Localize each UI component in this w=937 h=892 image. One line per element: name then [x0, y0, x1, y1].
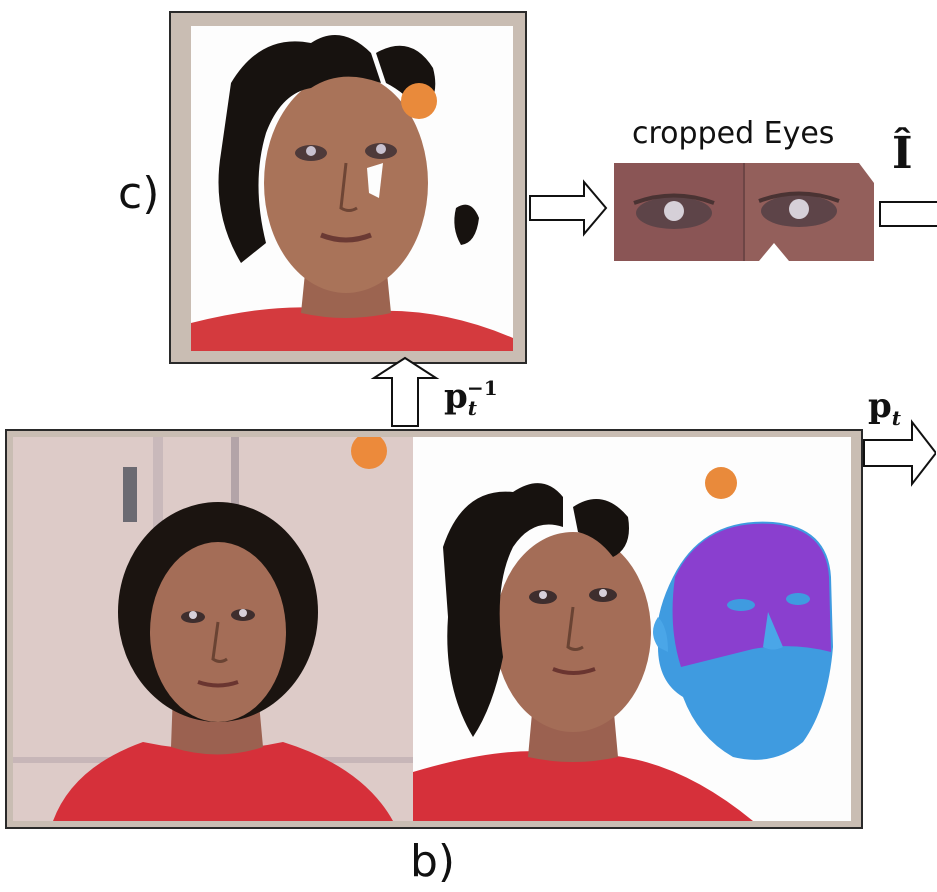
p-t-sub: t — [891, 405, 902, 430]
arrow-p-t-out — [863, 419, 936, 487]
panel-c-frame — [169, 11, 527, 364]
cropped-eyes-label: cropped Eyes — [632, 116, 835, 151]
panel-b-pointcloud-image — [413, 437, 851, 821]
panel-c-label: c) — [118, 168, 160, 219]
p-t-base: p — [868, 386, 892, 426]
p-t-label: pt — [868, 386, 901, 430]
panel-b-rgb-image — [13, 437, 413, 821]
cropped-eyes-image — [614, 163, 874, 261]
p-t-inverse-sub: t — [467, 396, 478, 421]
p-t-inverse-base: p — [444, 376, 468, 417]
p-t-inverse-sup: −1 — [467, 376, 498, 400]
arrow-i-hat-out — [879, 201, 937, 227]
i-hat-label: Î — [892, 128, 913, 179]
p-t-inverse-label: pt−1 — [444, 376, 508, 420]
arrow-to-eyes — [529, 179, 608, 237]
panel-c-image — [191, 26, 513, 351]
panel-b-label: b) — [410, 836, 456, 887]
arrow-up-to-c — [370, 356, 440, 427]
panel-b-frame — [5, 429, 863, 829]
